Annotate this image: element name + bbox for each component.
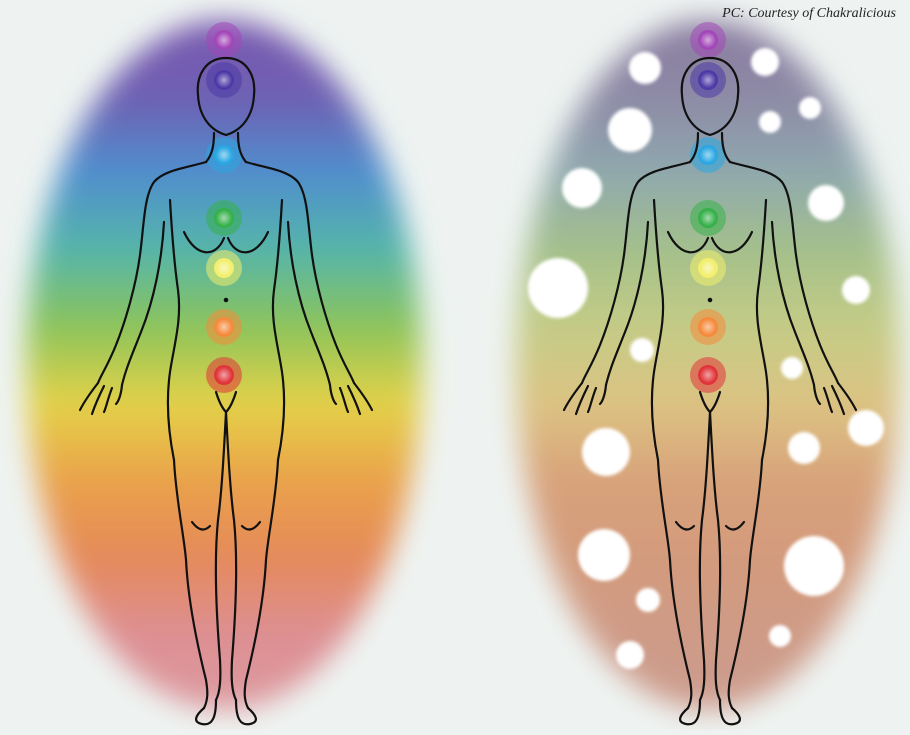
aura-hole (636, 588, 660, 612)
aura-hole (781, 357, 803, 379)
photo-credit: PC: Courtesy of Chakralicious (722, 6, 896, 22)
aura-hole (759, 111, 781, 133)
aura-hole (528, 258, 588, 318)
root-chakra-highlight (690, 357, 726, 393)
third-eye-chakra-highlight (206, 62, 242, 98)
root-chakra-highlight (206, 357, 242, 393)
sacral-chakra-highlight (206, 309, 242, 345)
heart-chakra-highlight (206, 200, 242, 236)
aura-hole (848, 410, 884, 446)
aura-hole (784, 536, 844, 596)
healthy-aura-panel (26, 20, 422, 724)
aura-hole (629, 52, 661, 84)
aura-hole (788, 432, 820, 464)
aura-hole (578, 529, 630, 581)
aura-hole (562, 168, 602, 208)
aura-hole (842, 276, 870, 304)
solar-plexus-chakra-highlight (206, 250, 242, 286)
solar-plexus-chakra-highlight (690, 250, 726, 286)
heart-chakra-highlight (690, 200, 726, 236)
aura-hole (799, 97, 821, 119)
aura-hole (751, 48, 779, 76)
damaged-aura-panel (516, 20, 900, 724)
aura-hole (769, 625, 791, 647)
aura-hole (616, 641, 644, 669)
aura-hole (608, 108, 652, 152)
crown-chakra-highlight (690, 22, 726, 58)
crown-chakra-highlight (206, 22, 242, 58)
aura-hole (808, 185, 844, 221)
third-eye-chakra-highlight (690, 62, 726, 98)
aura-hole (630, 338, 654, 362)
aura-hole (582, 428, 630, 476)
sacral-chakra-highlight (690, 309, 726, 345)
